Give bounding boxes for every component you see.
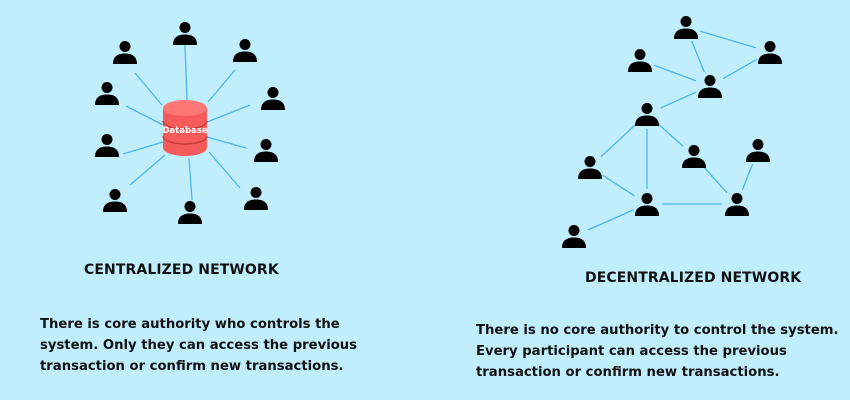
connection-line <box>660 91 697 109</box>
user-icon <box>95 134 119 157</box>
user-icon <box>698 75 722 98</box>
decentralized-description-line: transaction or confirm new transactions. <box>476 365 780 380</box>
centralized-description-line: transaction or confirm new transactions. <box>40 359 344 374</box>
connection-line <box>722 58 758 80</box>
centralized-description-line: There is core authority who controls the <box>40 317 340 332</box>
connection-line <box>122 141 164 155</box>
user-icon <box>254 139 278 162</box>
user-icon <box>244 187 268 210</box>
decentralized-title: DECENTRALIZED NETWORK <box>585 270 802 286</box>
connection-line <box>691 40 705 73</box>
database-icon: Database <box>162 100 208 156</box>
user-icon <box>746 139 770 162</box>
user-icon <box>95 82 119 105</box>
connection-line <box>188 157 193 201</box>
connection-line <box>657 123 684 147</box>
connection-line <box>206 136 247 149</box>
connection-line <box>206 104 251 123</box>
user-icon <box>635 193 659 216</box>
user-icon <box>635 103 659 126</box>
user-icon <box>562 225 586 248</box>
user-icon <box>628 49 652 72</box>
connection-line <box>602 174 635 197</box>
connection-line <box>741 163 754 191</box>
centralized-title: CENTRALIZED NETWORK <box>84 262 279 278</box>
decentralized-description-line: There is no core authority to control th… <box>476 323 839 338</box>
centralized-connections <box>122 44 251 201</box>
connection-line <box>208 151 241 189</box>
connection-line <box>129 154 166 186</box>
database-label: Database <box>162 126 207 136</box>
user-icon <box>173 22 197 45</box>
connection-line <box>600 123 637 158</box>
user-icon <box>113 41 137 64</box>
connection-line <box>184 44 188 101</box>
user-icon <box>758 41 782 64</box>
user-icon <box>578 156 602 179</box>
user-icon <box>682 145 706 168</box>
connection-line <box>125 105 164 126</box>
decentralized-users <box>562 16 782 248</box>
user-icon <box>103 189 127 212</box>
decentralized-connections <box>587 30 758 231</box>
user-icon <box>233 39 257 62</box>
user-icon <box>674 16 698 39</box>
user-icon <box>178 201 202 224</box>
connection-line <box>700 30 756 49</box>
connection-line <box>587 209 634 231</box>
centralized-description: There is core authority who controls the… <box>40 314 357 377</box>
connection-line <box>653 64 697 82</box>
decentralized-description-line: Every participant can access the previou… <box>476 344 787 359</box>
user-icon <box>725 193 749 216</box>
decentralized-description: There is no core authority to control th… <box>476 320 839 383</box>
connection-line <box>703 166 728 194</box>
centralized-description-line: system. Only they can access the previou… <box>40 338 358 353</box>
connection-line <box>207 69 236 103</box>
connection-line <box>134 72 163 106</box>
user-icon <box>261 87 285 110</box>
